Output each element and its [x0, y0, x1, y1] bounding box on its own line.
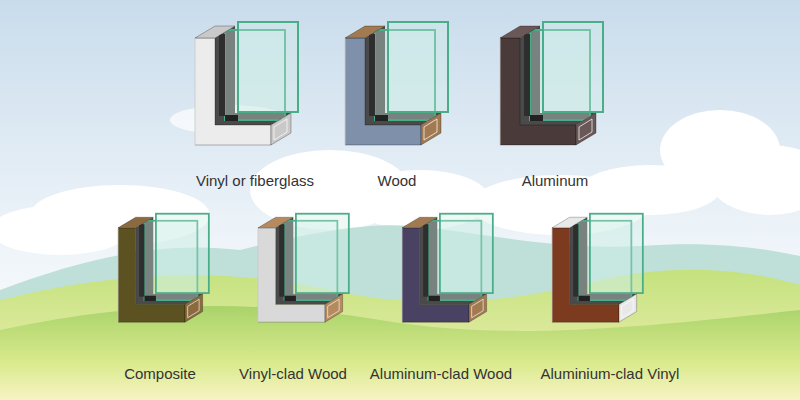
vinyl-clad-wood-frame [258, 214, 349, 322]
material-caption: Aluminium-clad Vinyl [541, 365, 680, 383]
material-caption: Vinyl-clad Wood [239, 365, 347, 383]
aluminum-frame [500, 22, 603, 145]
vinyl-frame [195, 22, 298, 145]
material-caption: Aluminum [522, 172, 589, 190]
material-caption: Vinyl or fiberglass [196, 172, 314, 190]
composite-frame [118, 214, 209, 322]
aluminum-clad-wood-frame [402, 214, 493, 322]
material-caption: Composite [124, 365, 196, 383]
aluminium-clad-vinyl-frame [552, 214, 643, 322]
material-caption: Aluminum-clad Wood [370, 365, 512, 383]
wood-frame [345, 22, 448, 145]
material-caption: Wood [378, 172, 417, 190]
